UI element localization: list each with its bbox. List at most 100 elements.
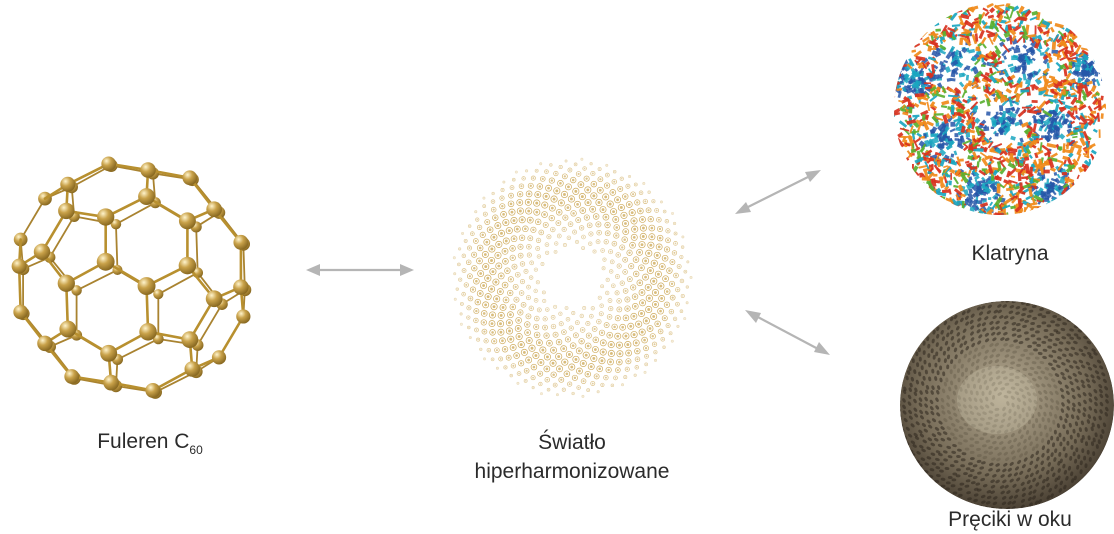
light-dot-core (591, 382, 594, 385)
light-dot-core (641, 301, 644, 305)
clathrin-strand (955, 103, 962, 109)
light-dot-core (534, 290, 537, 292)
fullerene-atom (137, 277, 156, 296)
clathrin-strand (1070, 120, 1076, 125)
rod-cell (918, 337, 922, 342)
rod-cell (915, 341, 919, 346)
light-dot-core (627, 351, 630, 355)
light-dot (619, 176, 624, 181)
rod-cell (931, 462, 937, 466)
clathrin-inner-strand (1087, 60, 1095, 68)
clathrin-strand (922, 119, 927, 128)
rod-cell (908, 366, 912, 371)
rod-cell (1019, 380, 1025, 384)
rod-cell (986, 310, 992, 315)
rod-cell (978, 311, 984, 316)
rod-cell (1077, 329, 1083, 333)
light-dot-core (546, 252, 548, 254)
rod-cell (973, 493, 979, 497)
light-dot-core (564, 244, 566, 246)
clathrin-strand (1043, 150, 1052, 157)
light-dot-core (666, 220, 668, 223)
rod-cell (1059, 441, 1063, 447)
rod-cell (1009, 344, 1014, 348)
light-dot (572, 355, 580, 363)
light-dot-core (601, 285, 603, 287)
rod-cell (976, 454, 982, 458)
clathrin-strand (1067, 29, 1077, 37)
light-dot-core (510, 374, 512, 377)
clathrin-strand (959, 34, 969, 39)
rod-cell (963, 353, 968, 359)
clathrin-strand (978, 14, 982, 20)
clathrin-strand (1041, 161, 1052, 167)
light-dot-core (493, 340, 496, 343)
light-dot-core (535, 201, 539, 205)
light-dot-core (528, 218, 532, 222)
rod-cell (1036, 324, 1042, 328)
rod-cell (1039, 361, 1045, 365)
light-dot (582, 305, 587, 310)
clathrin-strand (912, 139, 919, 149)
light-dot-core (518, 201, 522, 204)
rod-cell (959, 343, 963, 348)
clathrin-strand (988, 155, 993, 159)
rod-cell (1092, 364, 1097, 369)
light-dot (605, 172, 610, 178)
rod-cell (948, 416, 953, 421)
fullerene-bond (195, 226, 199, 274)
clathrin-inner-strand (943, 59, 948, 64)
light-dot (651, 289, 659, 297)
light-dot (576, 385, 581, 390)
rod-cell (964, 301, 969, 303)
rod-cell (1004, 484, 1009, 489)
clathrin-inner-strand (1004, 127, 1010, 133)
rod-cell (972, 475, 978, 480)
fullerene-bond (217, 315, 245, 359)
clathrin-strand (987, 164, 994, 175)
clathrin-inner-strand (999, 105, 1004, 112)
rod-cell (1104, 393, 1109, 398)
clathrin-strand (931, 163, 934, 170)
light-dot (516, 199, 524, 206)
rod-cell (979, 405, 984, 410)
rod-cell (1021, 374, 1027, 378)
rod-cell (954, 320, 959, 325)
light-dot-core (536, 220, 540, 224)
light-dot-core (482, 284, 485, 287)
clathrin-strand (1039, 142, 1043, 152)
clathrin-strand (971, 169, 980, 177)
light-dot-core (545, 367, 549, 371)
light-dot (630, 331, 638, 339)
clathrin-strand (953, 176, 959, 185)
clathrin-inner-strand (1033, 70, 1039, 76)
rod-cell (1044, 395, 1049, 401)
fullerene-atom (178, 256, 197, 275)
light-dot-core (598, 188, 602, 192)
rod-cell (993, 418, 999, 423)
rod-cell (892, 402, 896, 408)
rod-cell (1045, 476, 1050, 482)
light-dot-core (605, 240, 608, 243)
clathrin-strand (1070, 96, 1078, 106)
clathrin-inner-strand (990, 126, 995, 130)
rod-cell (976, 447, 981, 451)
clathrin-strand (902, 157, 910, 164)
rod-cell (982, 484, 988, 488)
clathrin-strand (1075, 44, 1082, 54)
double-arrow-icon (745, 310, 830, 355)
clathrin-strand (1013, 16, 1020, 23)
light-dot (673, 231, 678, 236)
clathrin-inner-strand (965, 74, 970, 81)
clathrin-inner-strand (1054, 177, 1061, 185)
clathrin-strand (1033, 194, 1044, 202)
clathrin-strand (969, 101, 979, 110)
clathrin-inner-strand (1011, 55, 1019, 61)
light-dot-core (545, 334, 548, 337)
clathrin-strand (1089, 112, 1097, 120)
rod-cell (905, 375, 909, 381)
clathrin-strand (989, 201, 994, 207)
light-dot (505, 227, 513, 235)
clathrin-strand (1021, 25, 1028, 36)
light-dot-core (609, 307, 612, 310)
